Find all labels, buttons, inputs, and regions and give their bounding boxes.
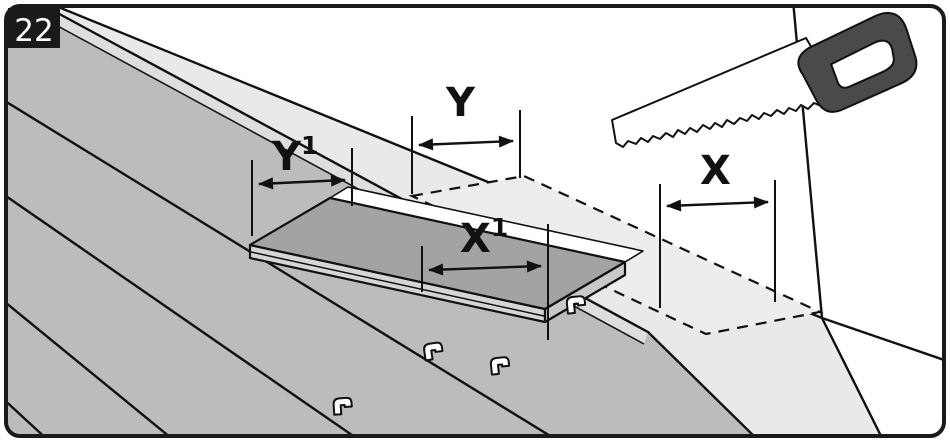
dimension-arrow-x1 (428, 260, 542, 276)
dimension-label-y1: Y1 (271, 131, 318, 180)
dimension-label-x: X (700, 148, 731, 194)
plank-seam-line (6, 190, 364, 436)
figure-border (4, 4, 946, 438)
saw-blade (611, 37, 841, 148)
plank-seam-line (6, 296, 178, 436)
dimension-label-y: Y (445, 80, 476, 126)
plank-click-profile-line (250, 251, 545, 317)
plank-top-face (248, 196, 627, 311)
dimension-x: X (659, 148, 776, 308)
underlay-right-edge-line (820, 316, 886, 436)
badge-background (8, 8, 60, 48)
dimension-x1: X1 (421, 213, 549, 340)
dimension-label-x1: X1 (460, 213, 508, 262)
dimension-y1: Y1 (251, 131, 353, 236)
plank-seam-line (6, 96, 562, 436)
flooring-front-edge-line (646, 330, 762, 436)
loose-plank (248, 196, 627, 324)
dimension-arrow-y (418, 135, 514, 151)
right-wall-base-line (820, 316, 944, 364)
dimension-y: Y (411, 80, 521, 194)
handsaw-icon (611, 12, 918, 148)
dimension-arrow-y1 (258, 174, 346, 190)
step-number-text: 22 (14, 13, 53, 49)
step-number-badge: 22 (8, 8, 60, 49)
dimension-arrow-x (666, 196, 769, 212)
saw-handle (797, 12, 918, 113)
